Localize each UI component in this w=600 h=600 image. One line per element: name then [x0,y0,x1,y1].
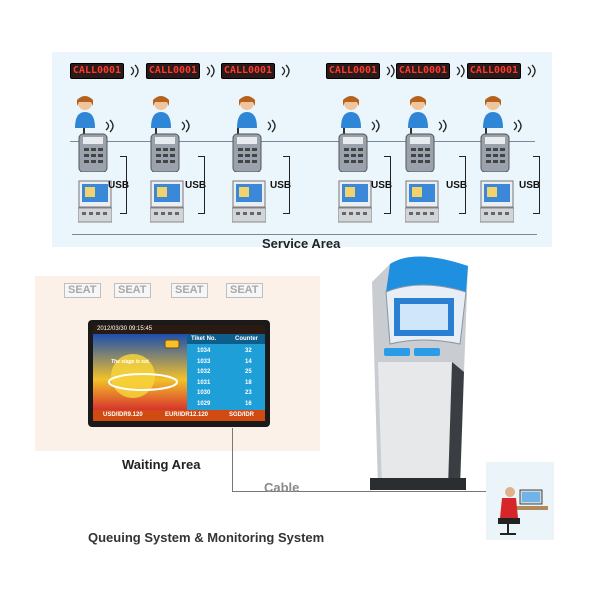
staff-person-icon [75,96,95,128]
ticket-number: 1031 [197,379,211,386]
wireless-signal-icon [438,119,447,133]
wireless-signal-icon [281,64,290,78]
cable-line-horizontal [232,491,487,492]
ticker-item: SGD/IDR [229,412,255,418]
counter-terminal-icon [78,180,112,223]
usb-label: USB [519,180,541,191]
usb-connection-bracket [533,156,540,214]
wireless-signal-icon [130,64,139,78]
usb-connection-bracket [120,156,127,214]
seat-sign: SEAT [171,283,208,298]
wireless-signal-icon [206,64,215,78]
service-area-label: Service Area [262,236,341,251]
wireless-signal-icon [456,64,465,78]
usb-connection-bracket [384,156,391,214]
tv-advert-area [93,334,187,410]
wireless-signal-icon [105,119,114,133]
tv-ticket-row: 1029 16 [187,399,265,409]
usb-connection-bracket [198,156,205,214]
tv-ticket-row: 1031 18 [187,378,265,388]
call-display: CALL0001 [221,63,275,79]
ticket-number: 1029 [197,400,211,407]
ticker-item: EUR/IDR12.120 [165,412,209,418]
usb-label: USB [108,180,130,191]
counter-number: 14 [245,358,252,365]
tv-datetime: 2012/03/30 09:15:45 [93,325,265,334]
service-divider-top [70,141,535,142]
caller-keypad-icon [338,128,368,172]
caller-keypad-icon [480,128,510,172]
wireless-signal-icon [267,119,276,133]
cable-line-vertical [232,428,233,492]
staff-person-icon [341,96,361,128]
monitoring-station [486,462,554,540]
counter-terminal-icon [150,180,184,223]
caller-keypad-icon [150,128,180,172]
staff-person-icon [408,96,428,128]
wireless-signal-icon [527,64,536,78]
usb-label: USB [371,180,393,191]
seat-sign: SEAT [114,283,151,298]
operator-desk-icon [498,487,548,535]
usb-connection-bracket [283,156,290,214]
tv-stage-text: The stage is set. [111,359,150,365]
header-counter: Counter [235,336,258,342]
ticket-number: 1030 [197,390,211,396]
caller-keypad-icon [405,128,435,172]
ticker-item: USD/IDR9.120 [103,412,143,418]
seat-sign: SEAT [226,283,263,298]
counter-terminal-icon [480,180,514,223]
usb-label: USB [185,180,207,191]
counter-number: 18 [245,379,252,386]
ticket-number: 1032 [197,369,211,375]
counter-number: 16 [245,400,252,407]
counter-number: 25 [245,369,252,375]
staff-person-icon [151,96,171,128]
call-display: CALL0001 [396,63,450,79]
ticket-number: 1034 [197,348,211,354]
wireless-signal-icon [371,119,380,133]
tv-ticket-table: Tiket No. Counter 1034 32 1033 14 1032 25 1031… [187,334,265,410]
advert-graphic-icon [108,339,180,398]
call-display: CALL0001 [326,63,380,79]
call-display: CALL0001 [467,63,521,79]
usb-connection-bracket [459,156,466,214]
ticket-kiosk-icon [370,256,468,490]
tv-ticket-row: 1032 25 [187,367,265,377]
counter-terminal-icon [338,180,372,223]
counter-terminal-icon [405,180,439,223]
tv-screen: 2012/03/30 09:15:45 The stage is set. Ti… [93,325,265,421]
waiting-display-tv: 2012/03/30 09:15:45 The stage is set. Ti… [88,320,270,427]
tv-ticket-row: 1033 14 [187,357,265,367]
wireless-signal-icon [513,119,522,133]
diagram-title: Queuing System & Monitoring System [88,530,325,545]
service-divider-bottom [72,234,537,235]
ticket-number: 1033 [197,358,211,365]
header-ticket: Tiket No. [191,336,217,342]
tv-ticket-row: 1034 32 [187,346,265,356]
staff-person-icon [483,96,503,128]
wireless-signal-icon [386,64,395,78]
caller-keypad-icon [232,128,262,172]
call-display: CALL0001 [146,63,200,79]
cable-label: Cable [264,480,300,495]
tv-ticket-row: 1030 23 [187,388,265,398]
staff-person-icon [237,96,257,128]
service-area-panel [52,52,552,247]
counter-number: 32 [245,348,252,354]
counter-terminal-icon [232,180,266,223]
seat-sign: SEAT [64,283,101,298]
tv-currency-ticker: USD/IDR9.120 EUR/IDR12.120 SGD/IDR [93,410,265,421]
caller-keypad-icon [78,128,108,172]
usb-label: USB [270,180,292,191]
usb-label: USB [446,180,468,191]
tv-table-header: Tiket No. Counter [187,334,265,344]
call-display: CALL0001 [70,63,124,79]
waiting-area-label: Waiting Area [122,457,201,472]
wireless-signal-icon [181,119,190,133]
counter-number: 23 [245,390,252,396]
